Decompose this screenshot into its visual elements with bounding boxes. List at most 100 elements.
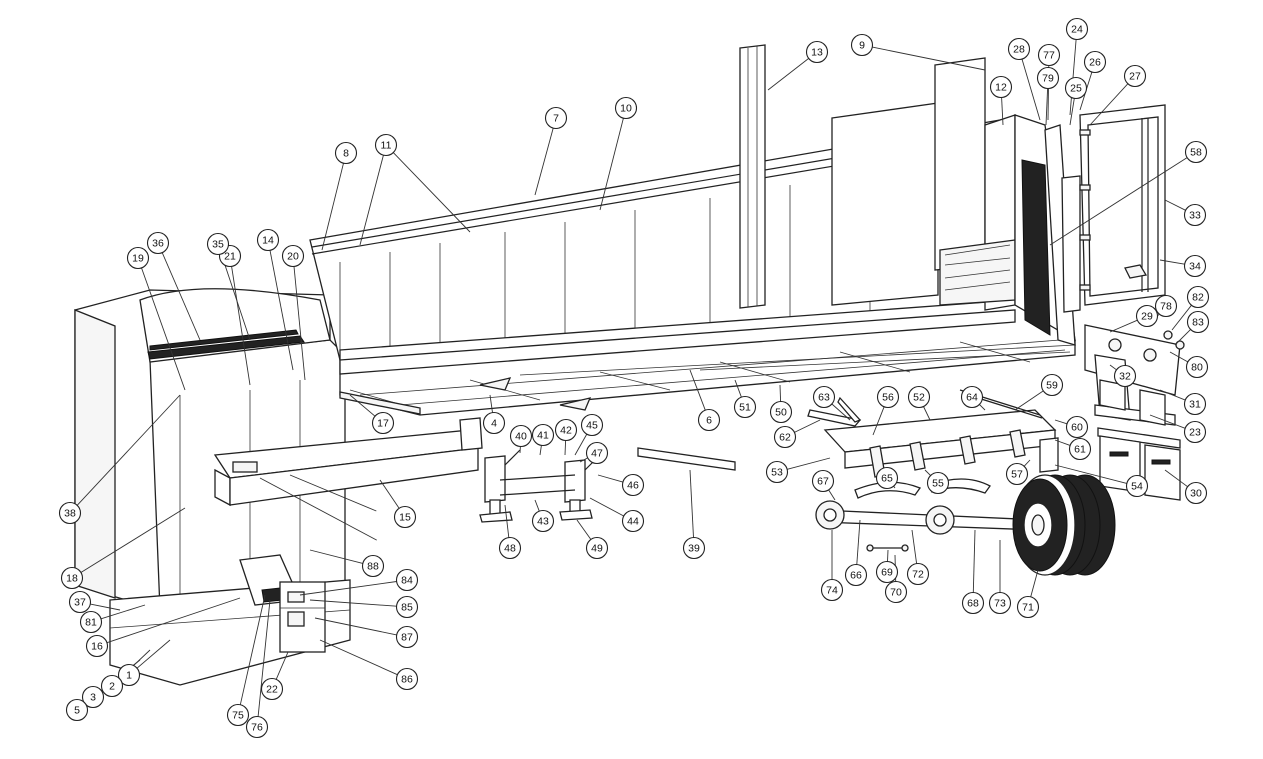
callout-number: 11 [381, 140, 392, 152]
callout-number: 45 [586, 420, 598, 432]
callout-number: 22 [266, 684, 278, 696]
callout-number: 86 [401, 674, 413, 686]
callout-10: 10 [614, 96, 638, 120]
callout-circle [482, 411, 506, 435]
callout-number: 29 [1141, 311, 1153, 323]
callout-circle [1186, 310, 1210, 334]
callout-circle [811, 469, 835, 493]
leader-line [924, 469, 931, 476]
callout-number: 27 [1129, 71, 1141, 83]
callout-number: 28 [1013, 44, 1025, 56]
leader-line [504, 504, 510, 538]
callout-circle [260, 677, 284, 701]
callout-number: 60 [1071, 422, 1083, 434]
callout-number: 66 [850, 570, 862, 582]
leader-line [1164, 469, 1188, 488]
callout-12: 12 [989, 75, 1013, 99]
callout-circle [498, 536, 522, 560]
callout-circle [876, 385, 900, 409]
leader-line [80, 507, 186, 573]
callout-number: 73 [994, 598, 1006, 610]
callout-86: 86 [395, 667, 419, 691]
callout-38: 38 [58, 501, 82, 525]
callout-circle [395, 625, 419, 649]
callout-circle [926, 471, 950, 495]
callout-13: 13 [805, 40, 829, 64]
callout-76: 76 [245, 715, 269, 739]
callout-number: 67 [817, 476, 829, 488]
callout-number: 78 [1160, 301, 1172, 313]
callout-circle [256, 228, 280, 252]
callout-circle [100, 674, 124, 698]
leader-line [579, 457, 588, 463]
callout-circle [875, 560, 899, 584]
callout-53: 53 [765, 460, 789, 484]
rear-frame [939, 104, 1166, 346]
leader-line [972, 529, 976, 593]
leader-line [1014, 390, 1044, 411]
callout-circle [371, 411, 395, 435]
leader-line [1089, 83, 1129, 126]
callout-number: 55 [932, 478, 944, 490]
callout-circle [621, 473, 645, 497]
callout-circle [1113, 364, 1137, 388]
leader-line [872, 406, 885, 436]
leader-line [1109, 319, 1138, 333]
callout-36: 36 [146, 231, 170, 255]
callout-58: 58 [1184, 140, 1208, 164]
callout-circle [697, 408, 721, 432]
callout-circle [585, 441, 609, 465]
callout-number: 34 [1189, 261, 1201, 273]
callout-number: 69 [881, 567, 893, 579]
callout-circle [334, 141, 358, 165]
callout-number: 72 [912, 569, 924, 581]
leader-line [359, 155, 384, 246]
callout-circle [60, 566, 84, 590]
callout-15: 15 [393, 505, 417, 529]
leader-line [1171, 304, 1192, 331]
leader-line [379, 479, 400, 509]
landing-gear [479, 447, 736, 523]
callout-number: 35 [212, 239, 224, 251]
callout-1: 1 [117, 663, 141, 687]
callout-number: 9 [859, 40, 865, 52]
callout-27: 27 [1123, 64, 1147, 88]
callout-circle [554, 418, 578, 442]
leader-line [314, 617, 397, 636]
leader-line [293, 266, 306, 381]
callout-number: 47 [591, 448, 603, 460]
callout-number: 8 [343, 148, 349, 160]
callout-16: 16 [85, 634, 109, 658]
callout-circle [1183, 420, 1207, 444]
callout-number: 19 [132, 253, 144, 265]
callout-number: 74 [826, 585, 838, 597]
callout-72: 72 [906, 562, 930, 586]
leader-line [76, 394, 181, 506]
callout-number: 43 [537, 516, 549, 528]
callout-circle [614, 96, 638, 120]
callout-88: 88 [361, 554, 385, 578]
leader-line [1021, 58, 1041, 121]
callout-circle [245, 715, 269, 739]
callout-87: 87 [395, 625, 419, 649]
callout-circle [769, 400, 793, 424]
callout-circle [961, 591, 985, 615]
leader-line [574, 433, 588, 456]
callout-circle [81, 685, 105, 709]
callout-39: 39 [682, 536, 706, 560]
callout-62: 62 [773, 425, 797, 449]
callout-44: 44 [621, 509, 645, 533]
leader-line [779, 384, 782, 402]
callout-number: 68 [967, 598, 979, 610]
callout-number: 49 [591, 543, 603, 555]
leader-line [1049, 157, 1188, 246]
callout-75: 75 [226, 703, 250, 727]
front-crossbar [213, 417, 483, 507]
callout-number: 42 [560, 425, 572, 437]
callout-number: 62 [779, 432, 791, 444]
leader-line [911, 529, 918, 564]
callout-number: 24 [1071, 24, 1083, 36]
callout-number: 36 [152, 238, 164, 250]
